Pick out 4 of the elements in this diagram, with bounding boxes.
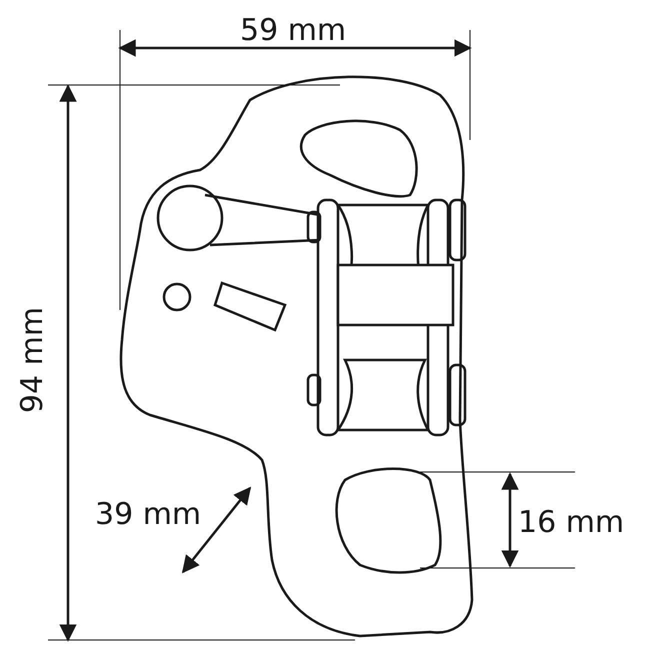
dimension-label: 59 mm (240, 16, 346, 46)
dimension-label: 94 mm (18, 306, 48, 414)
dimension-label: 16 mm (518, 508, 624, 538)
dimension-label: 39 mm (95, 500, 202, 530)
